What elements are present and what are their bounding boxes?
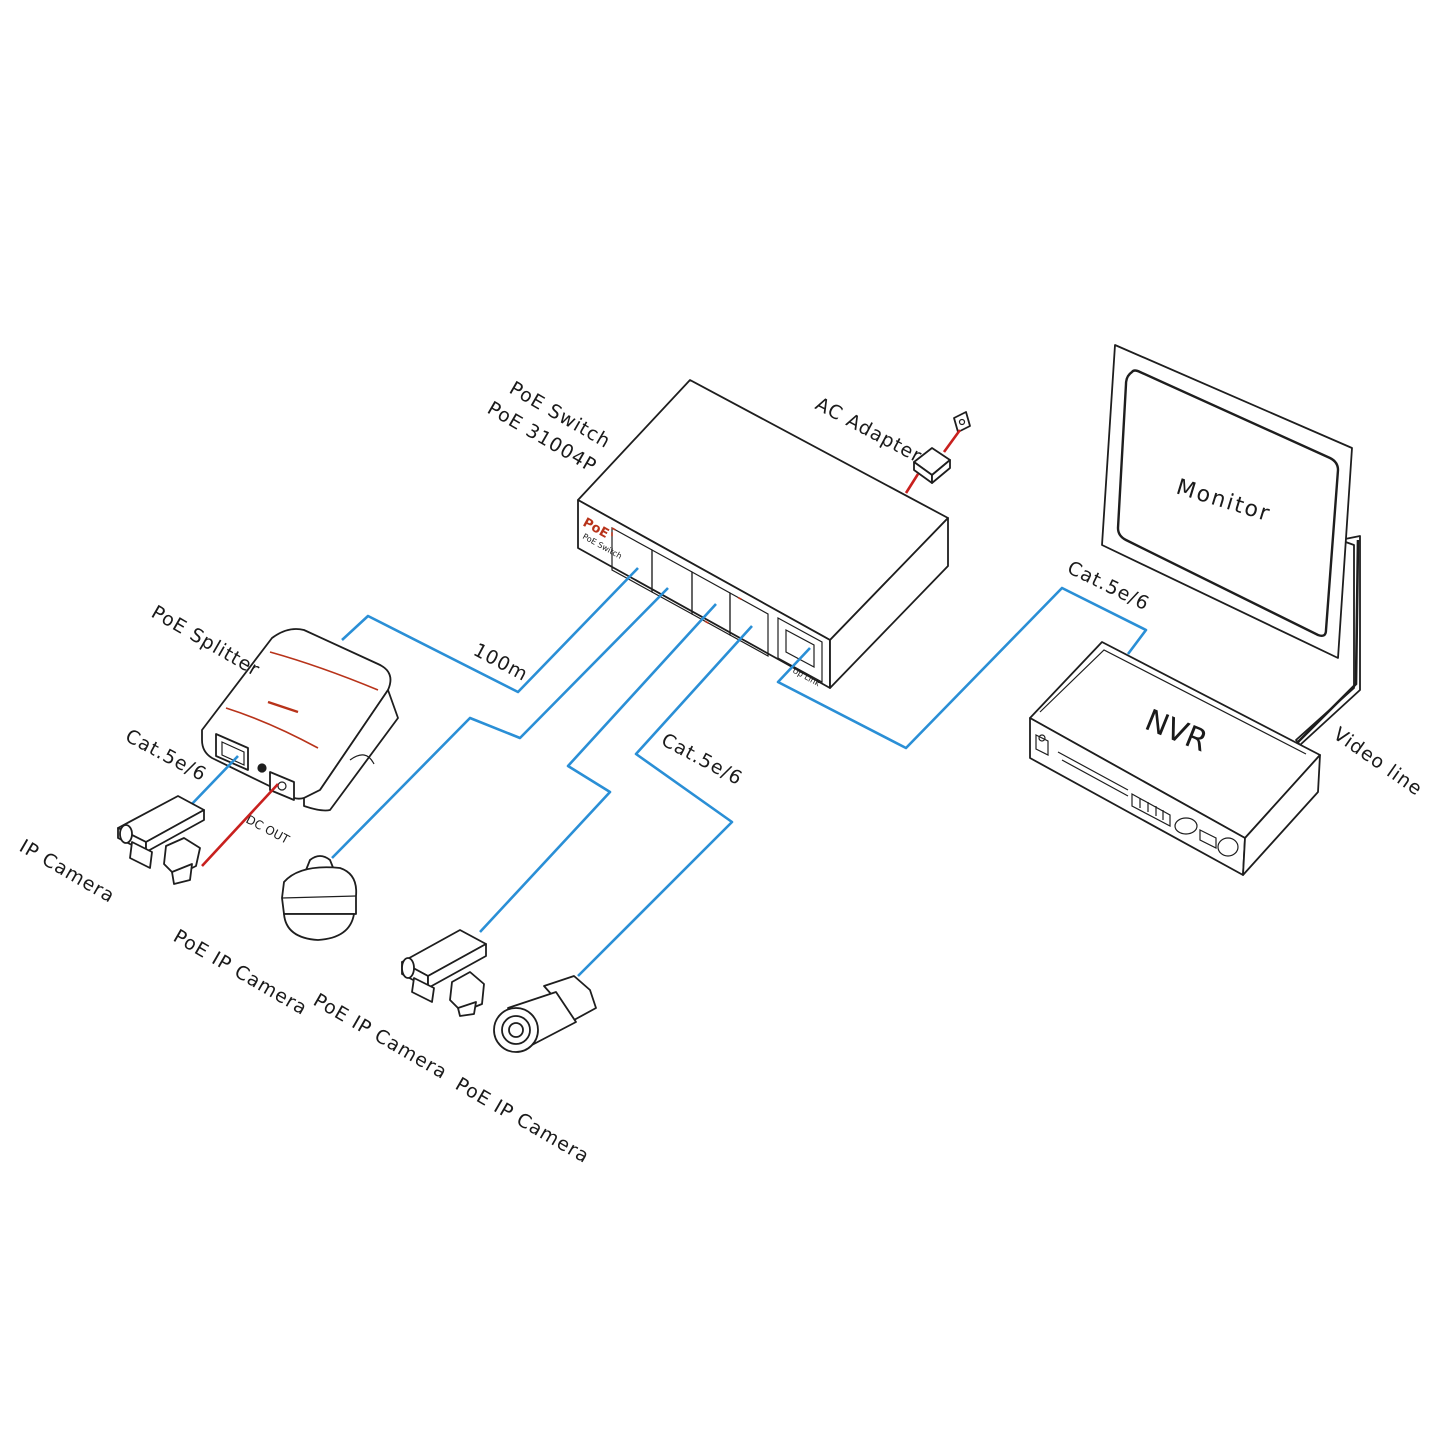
cable-type-splitter-label: Cat.5e/6 xyxy=(122,725,211,786)
ac-adapter xyxy=(904,411,971,494)
poe-ip-camera-2-label: PoE IP Camera xyxy=(310,989,452,1084)
video-line-label: Video line xyxy=(1329,723,1426,800)
poe-ip-camera-bullet xyxy=(493,975,597,1053)
network-cables xyxy=(189,567,1148,977)
ip-camera xyxy=(117,795,205,885)
poe-ip-camera-1-label: PoE IP Camera xyxy=(170,925,312,1020)
monitor: Monitor xyxy=(1101,344,1361,746)
nvr: NVR xyxy=(1029,641,1321,876)
dc-power-cable xyxy=(201,783,279,867)
poe-switch: PoE PoE Switch Up Link xyxy=(577,379,949,689)
cable-switch-to-nvr xyxy=(776,586,1148,750)
ip-camera-label: IP Camera xyxy=(16,835,119,907)
cable-splitter-to-switch xyxy=(341,567,639,694)
dc-out-label: DC OUT xyxy=(244,812,293,847)
cable-dome-camera xyxy=(331,587,669,859)
cable-camera-2 xyxy=(479,603,717,933)
cable-splitter-to-ipcam xyxy=(189,755,239,807)
cable-camera-3 xyxy=(577,625,753,977)
poe-splitter-label: PoE Splitter xyxy=(148,601,264,681)
poe-ip-camera-3-label: PoE IP Camera xyxy=(452,1073,594,1168)
video-line-cable xyxy=(1297,539,1360,743)
poe-ip-camera-box xyxy=(401,929,487,1017)
poe-splitter xyxy=(201,628,399,812)
cable-distance-label: 100m xyxy=(470,639,532,686)
poe-ip-camera-dome xyxy=(281,855,358,941)
cable-type-nvr-label: Cat.5e/6 xyxy=(1064,557,1153,616)
cable-type-camera-label: Cat.5e/6 xyxy=(658,729,747,790)
